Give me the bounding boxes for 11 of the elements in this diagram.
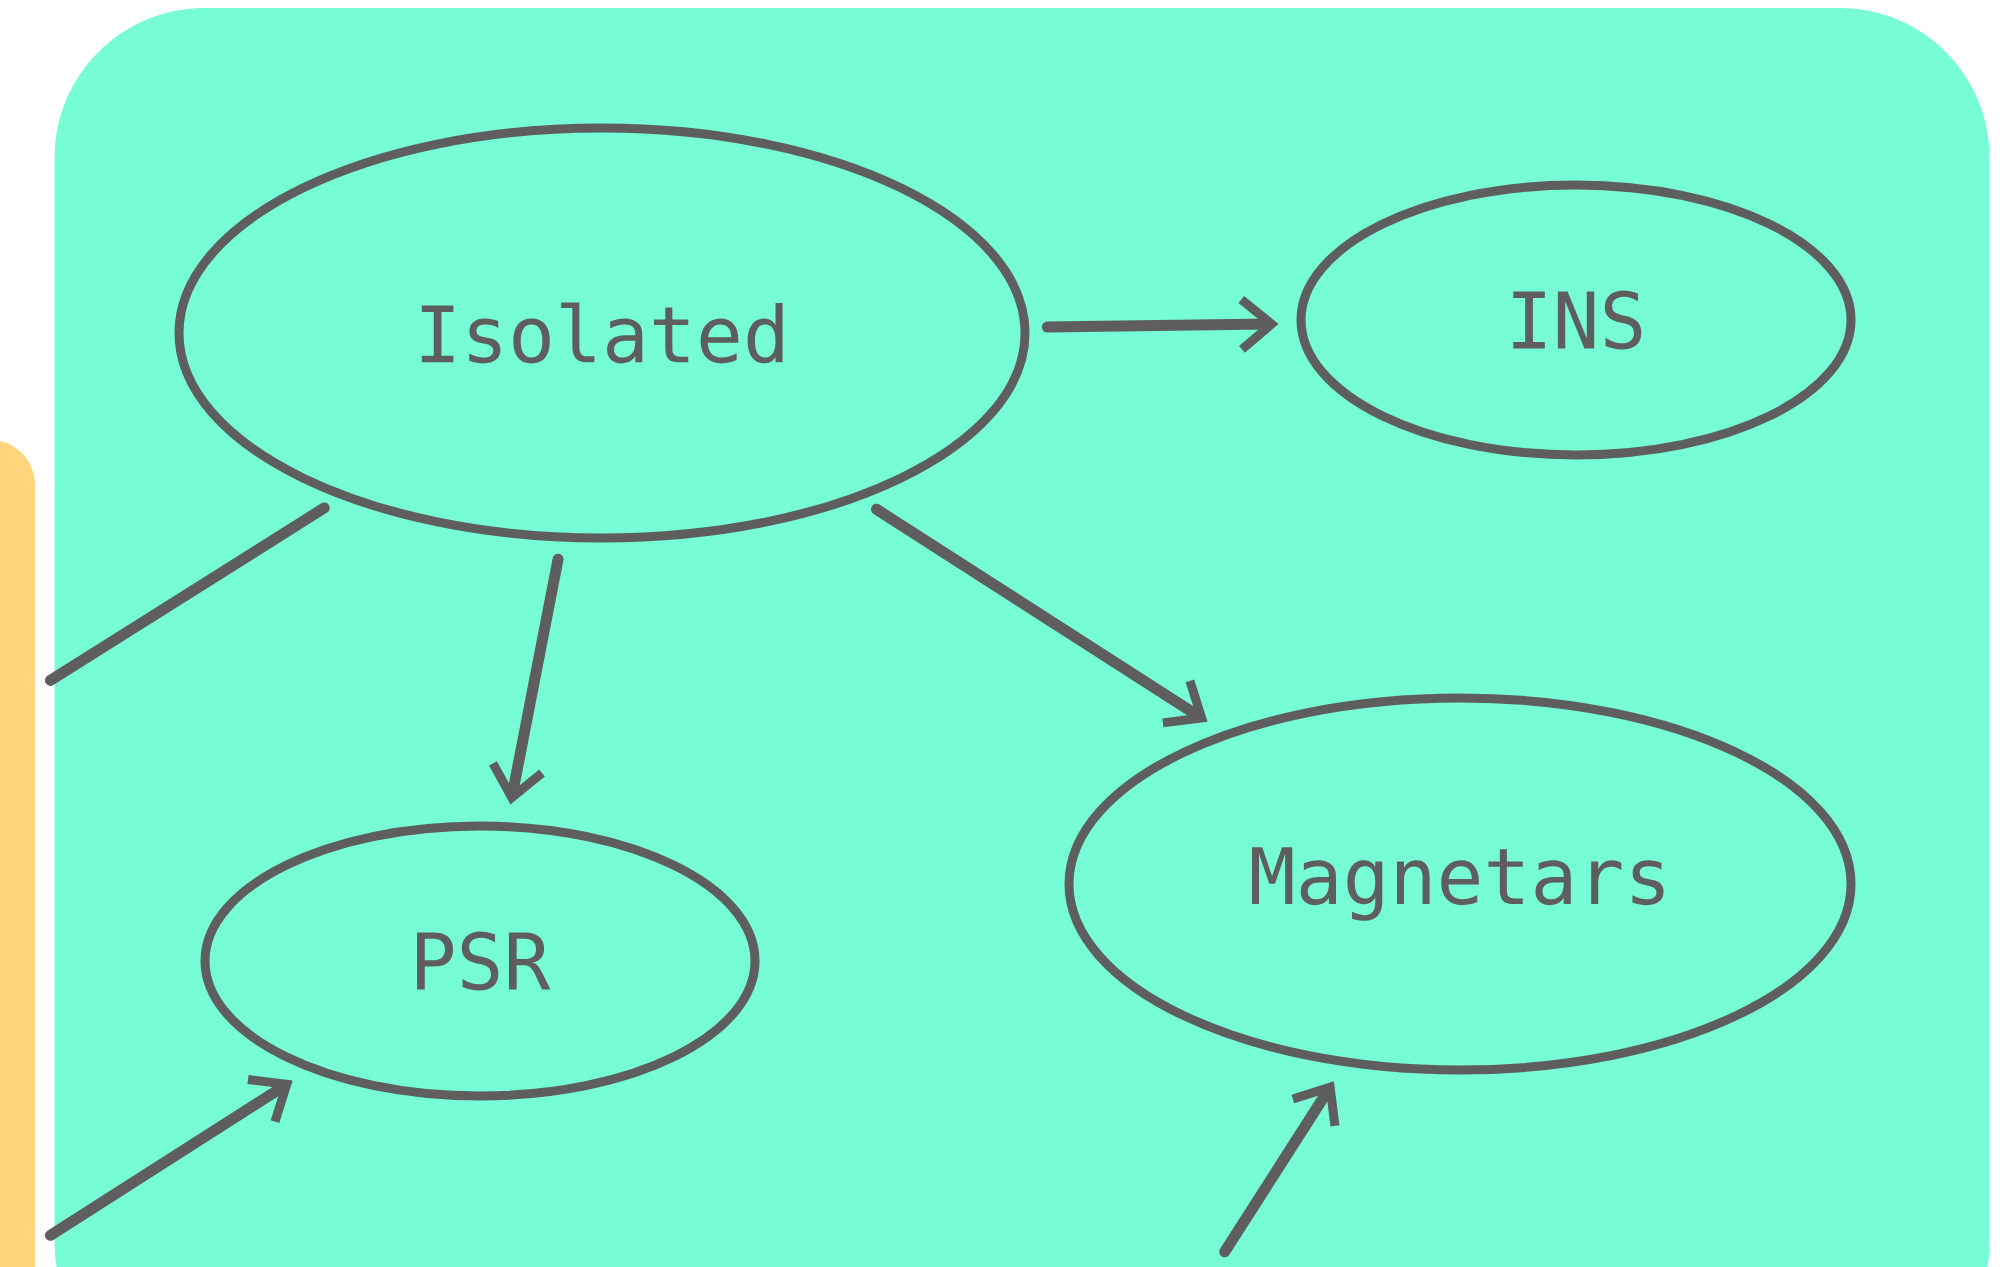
- ellipse-node: Isolated: [174, 123, 1030, 543]
- arrow: [1219, 1081, 1340, 1258]
- arrow: [1041, 295, 1279, 353]
- panel-background: [54, 8, 1990, 1267]
- ellipse-node: PSR: [200, 821, 760, 1101]
- panel-background: [0, 440, 35, 1267]
- arrow: [489, 553, 564, 805]
- arrow: [871, 503, 1208, 728]
- ellipse-node: Magnetars: [1064, 693, 1856, 1075]
- ellipse-node: INS: [1296, 180, 1856, 460]
- arrow: [44, 1074, 293, 1241]
